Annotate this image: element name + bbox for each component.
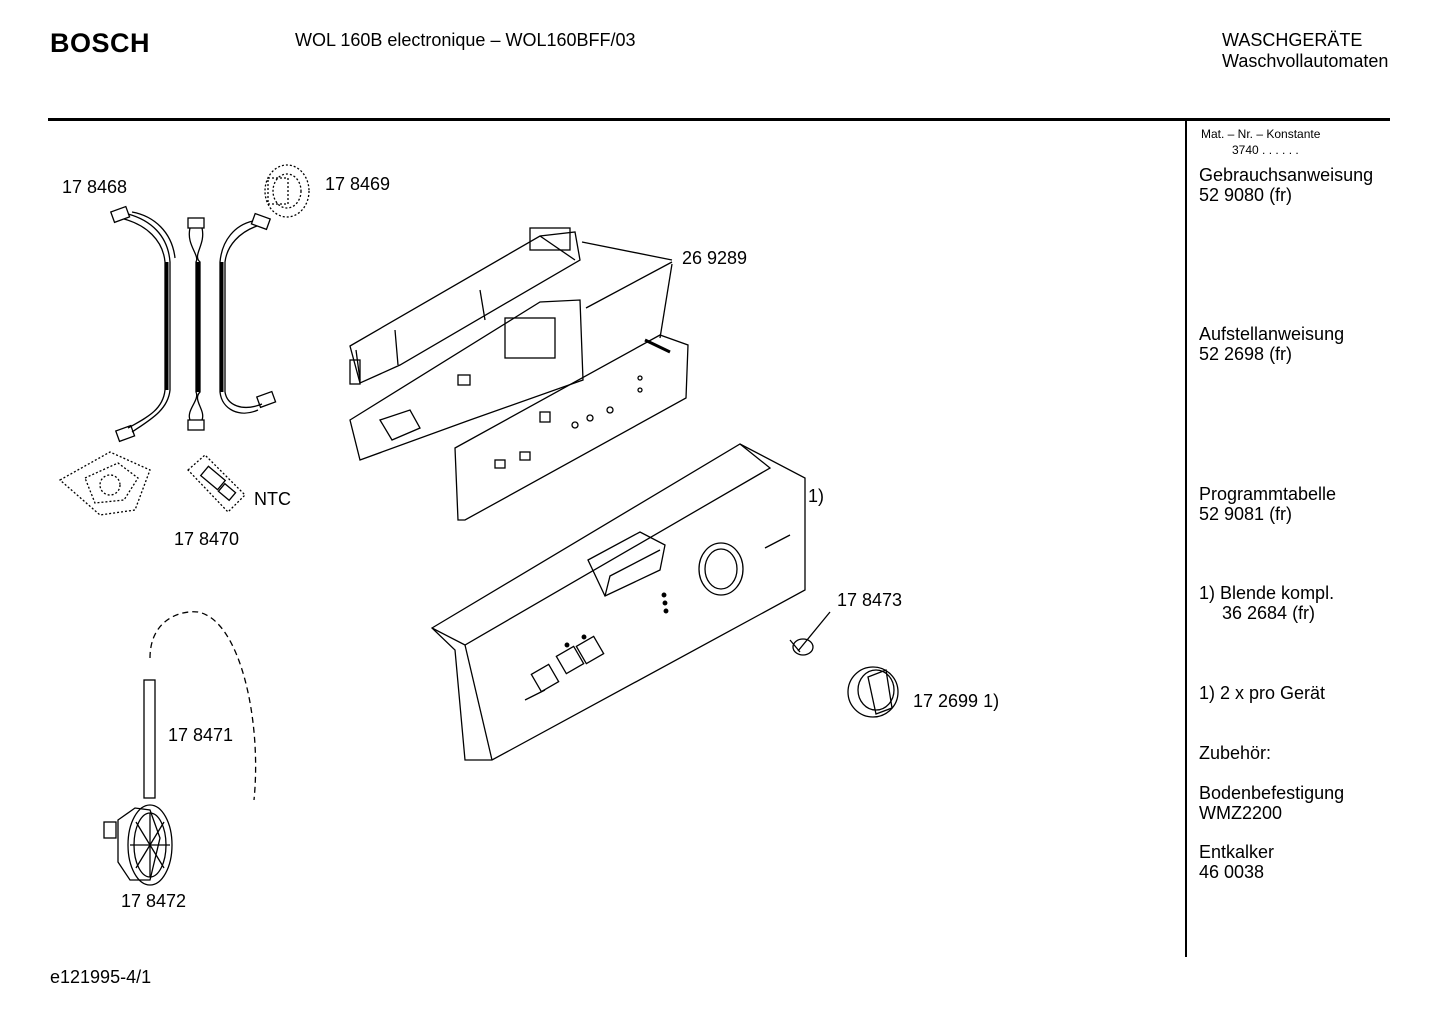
sidebar-entry-gebrauchsanweisung: Gebrauchsanweisung 52 9080 (fr) (1199, 165, 1373, 205)
sidebar-entry-title: 1) Blende kompl. (1199, 583, 1335, 603)
sidebar-entry-title: Programmtabelle (1199, 484, 1337, 504)
sidebar-entry-blende: 1) Blende kompl. 36 2684 (fr) (1199, 583, 1334, 623)
exploded-parts-drawing: 17 8468 17 8469 26 9289 NTC 17 8470 1) 1… (58, 164, 999, 911)
label-178471: 17 8471 (168, 725, 233, 745)
sidebar-entry-zubehoer: Zubehör: (1199, 743, 1271, 763)
sidebar-entry-title: Gebrauchsanweisung (1199, 165, 1374, 185)
housing-part-dotted (58, 451, 151, 516)
label-ntc: NTC (254, 489, 291, 509)
mat-label: Mat. – Nr. – Konstante (1201, 127, 1321, 141)
sidebar-entry-aufstellanweisung: Aufstellanweisung 52 2698 (fr) (1199, 324, 1344, 364)
sidebar-entry-title: Aufstellanweisung (1199, 324, 1345, 344)
cable-harness-right (219, 212, 277, 414)
sidebar-entry-value: 52 9080 (fr) (1199, 185, 1293, 205)
sidebar-entry-title: Zubehör: (1199, 743, 1272, 763)
sidebar-entry-programmtabelle: Programmtabelle 52 9081 (fr) (1199, 484, 1336, 524)
sidebar-entry-bodenbefestigung: Bodenbefestigung WMZ2200 (1199, 783, 1344, 823)
label-178472: 17 8472 (121, 891, 186, 911)
model-title: WOL 160B electronique – WOL160BFF/03 (295, 30, 636, 50)
button-178473 (789, 611, 831, 656)
label-178469: 17 8469 (325, 174, 390, 194)
sidebar-divider (1185, 121, 1187, 957)
connector-178469 (264, 164, 310, 218)
brand-logo: BOSCH (50, 28, 151, 58)
label-178468: 17 8468 (62, 177, 127, 197)
sidebar-entry-value: 52 9081 (fr) (1199, 504, 1293, 524)
pressure-switch-178472 (103, 679, 173, 886)
sidebar-entry-title: Bodenbefestigung (1199, 783, 1345, 803)
sidebar-entry-entkalker: Entkalker 46 0038 (1199, 842, 1274, 882)
sidebar-entry-title: Entkalker (1199, 842, 1275, 862)
knob-172699 (847, 666, 899, 718)
ntc-sensor (187, 454, 246, 513)
cable-harness-center (187, 217, 205, 431)
sidebar-entry-pro-geraet: 1) 2 x pro Gerät (1199, 683, 1325, 703)
label-178473: 17 8473 (837, 590, 902, 610)
header-divider (48, 118, 1390, 121)
electronic-module-upper (349, 227, 581, 385)
category-line-1: WASCHGERÄTE (1222, 30, 1363, 50)
diagram-code: e121995-4/1 (50, 967, 152, 987)
label-172699: 17 2699 1) (913, 691, 999, 711)
label-note-1: 1) (808, 486, 824, 506)
pressure-hose (149, 611, 257, 801)
sidebar-entry-value: 52 2698 (fr) (1199, 344, 1293, 364)
electronic-board (454, 334, 689, 521)
control-panel-blende (430, 443, 806, 761)
mat-value: 3740 . . . . . . (1232, 143, 1299, 157)
category-block: WASCHGERÄTE Waschvollautomaten (1222, 30, 1388, 72)
cable-harness-178468 (109, 205, 176, 443)
sidebar-entry-value: 46 0038 (1199, 862, 1265, 882)
sidebar-entry-title: 1) 2 x pro Gerät (1199, 683, 1326, 703)
sidebar-entry-value: 36 2684 (fr) (1222, 603, 1316, 623)
label-178470: 17 8470 (174, 529, 239, 549)
sidebar-entry-value: WMZ2200 (1199, 803, 1283, 823)
label-269289: 26 9289 (682, 248, 747, 268)
category-line-2: Waschvollautomaten (1222, 51, 1389, 71)
electronic-module-middle (349, 299, 584, 461)
